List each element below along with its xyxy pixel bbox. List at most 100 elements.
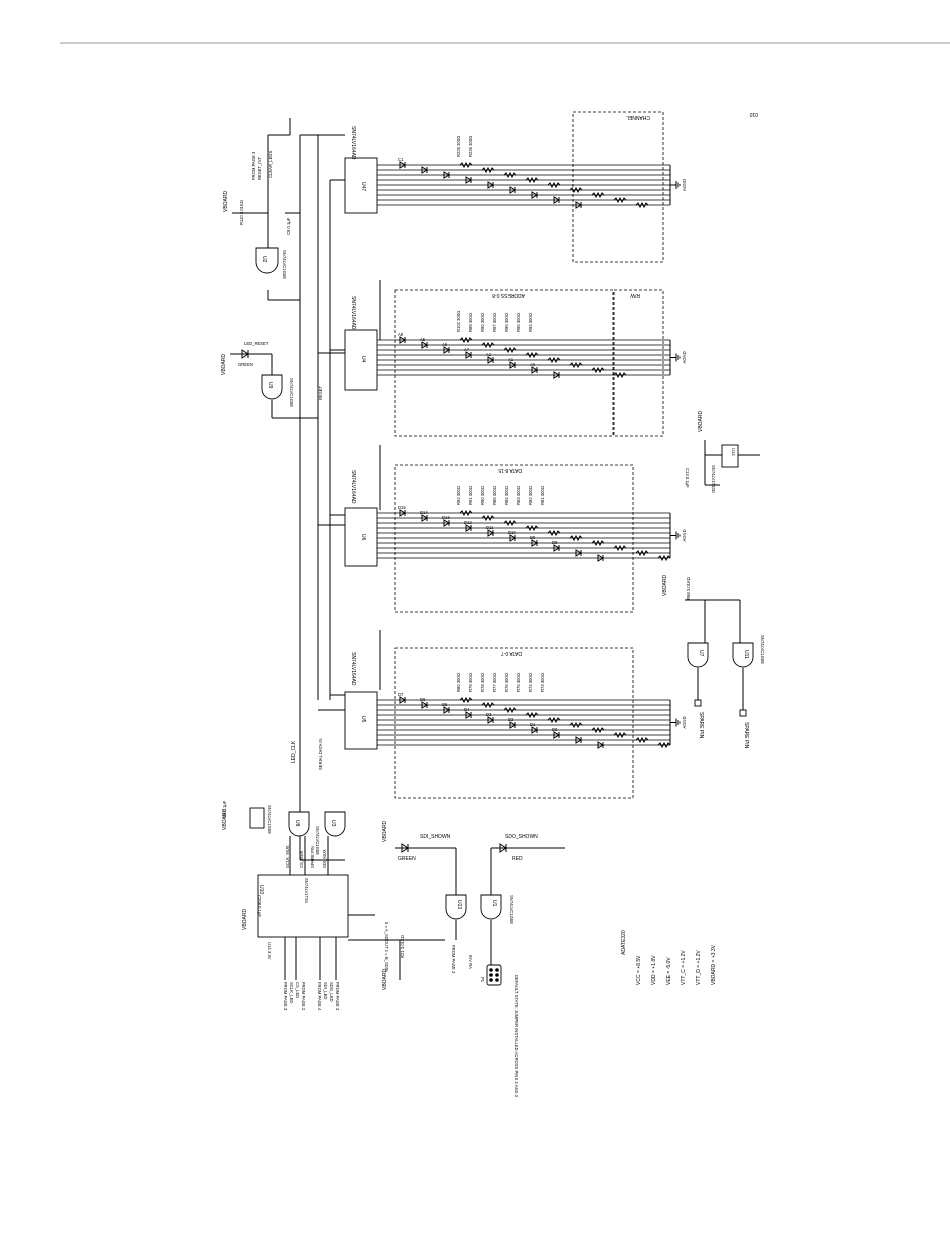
from-page2-label: FROM PAGE 2 — [301, 982, 306, 1011]
svg-text:SN74LV164AD: SN74LV164AD — [350, 296, 356, 330]
address-led-label: A6 — [442, 342, 448, 347]
svg-text:VCC = +8.5V: VCC = +8.5V — [636, 955, 642, 985]
sdo-shown-label: SDO_SHOWN — [505, 834, 538, 840]
data-lo-resistor-label: R78 300Ω — [480, 673, 485, 692]
led-icon — [487, 356, 494, 364]
svg-text:U47: U47 — [360, 182, 366, 191]
data-hi-group-label: DATA 8-15 — [498, 467, 522, 473]
address-led-label: A0 — [530, 362, 536, 367]
svg-text:VTT_C = +1.2V: VTT_C = +1.2V — [681, 950, 687, 985]
resistor-icon — [635, 549, 649, 557]
svg-text:ADATE320: ADATE320 — [621, 930, 627, 955]
channel-group-box — [572, 111, 664, 263]
svg-text:U4: U4 — [360, 356, 366, 363]
led-icon — [421, 341, 428, 349]
resistor-icon — [481, 341, 495, 349]
from-page3-label: FROM PAGE 3 — [283, 982, 288, 1011]
mux-u10: SN74LV1T34 U10 — [257, 874, 349, 938]
mux-select-label: 0 = A_SDOUT 1 = B_SDIN — [384, 922, 389, 972]
resistor-icon — [635, 201, 649, 209]
led-icon — [399, 336, 406, 344]
rw-group-box — [613, 289, 664, 437]
resistor-icon — [547, 356, 561, 364]
resistor-icon — [503, 706, 517, 714]
resistor-icon — [591, 191, 605, 199]
led-icon — [465, 524, 472, 532]
resistor-icon — [591, 366, 605, 374]
spare-pin-u11 — [739, 709, 747, 717]
data-lo-resistor-label: R77 300Ω — [492, 673, 497, 692]
reset-int-label: RESET_INT — [257, 157, 262, 180]
green-label: GREEN — [238, 362, 253, 367]
u8-power-box — [249, 807, 265, 829]
svg-text:U2: U2 — [261, 256, 267, 263]
sdi-led-label: SDI_LED — [323, 982, 328, 999]
cs-led-label: CS_LED — [295, 982, 300, 998]
led-icon — [509, 721, 516, 729]
data-hi-led-label: D14 — [420, 510, 428, 515]
resistor-icon — [613, 196, 627, 204]
sdo-led-icon — [499, 843, 507, 853]
resistor-icon — [547, 529, 561, 537]
resistor-icon — [569, 721, 583, 729]
inv-ra-label: INV RA — [468, 955, 473, 969]
svg-text:U6: U6 — [360, 534, 366, 541]
led-icon — [443, 346, 450, 354]
data-hi-resistor-label: R92 300Ω — [456, 486, 461, 505]
and-gate-u11: U11 SN74LVC1G08 — [732, 635, 765, 668]
resistor-icon — [569, 186, 583, 194]
address-led-label: A5 — [420, 337, 426, 342]
led-icon — [487, 529, 494, 537]
ground-icon — [670, 531, 681, 540]
resistor-icon — [591, 726, 605, 734]
data-lo-led-label: D4 — [464, 707, 470, 712]
resistor-icon — [503, 171, 517, 179]
led-icon — [575, 201, 582, 209]
shift-register-u4: SN74LV164AD U4 — [344, 296, 378, 391]
spare-pin-label-2: SPARE PIN — [743, 722, 749, 749]
svg-text:U12: U12 — [731, 448, 736, 456]
vboard-label-sdi: VBOARD — [382, 820, 388, 842]
supply-legend: ADATE320 VCC = +8.5V VDD = +1.8V VEE = -… — [621, 930, 717, 985]
data-lo-led-label: D3 — [486, 712, 492, 717]
sdo-led-color: RED — [512, 856, 523, 862]
u14-label: U14 3.3V — [267, 942, 272, 960]
resistor-icon — [481, 701, 495, 709]
ground-icon — [670, 181, 681, 189]
data-hi-led-label: D9 — [530, 535, 536, 540]
resistor-icon — [657, 741, 671, 749]
data-lo-led-label: D2 — [508, 717, 514, 722]
led-icon — [575, 736, 582, 744]
resistor-icon — [503, 519, 517, 527]
led-icon — [553, 544, 560, 552]
svg-text:U11: U11 — [743, 650, 749, 659]
svg-text:SN74LVC1G08: SN74LVC1G08 — [282, 250, 287, 279]
led-icon — [465, 351, 472, 359]
data-hi-group-box — [394, 464, 634, 613]
data-hi-led-label: D12 — [464, 520, 472, 525]
sclk-mux-label: SCLK_MUX — [285, 845, 290, 868]
data-hi-resistor-label: R81 300Ω — [540, 486, 545, 505]
sdi-shown-label: SDI_SHOWN — [420, 834, 451, 840]
buffer-u12: U12 SN74LV1T34D — [711, 444, 739, 493]
shift-register-u47: SN74LV164AD U47 — [344, 126, 378, 214]
svg-text:SN74LV1T34: SN74LV1T34 — [304, 878, 309, 904]
led-rails — [377, 161, 671, 749]
resistor-icon — [525, 524, 539, 532]
sheet-id: 010 — [749, 111, 758, 117]
led-icon — [509, 361, 516, 369]
and-gate-u13: U13 — [445, 894, 467, 920]
resistor-icon — [635, 736, 649, 744]
vboard-label-r68: VBOARD — [662, 574, 668, 596]
led-icon — [421, 514, 428, 522]
svg-text:U13: U13 — [456, 900, 462, 909]
svg-text:U7: U7 — [698, 650, 704, 657]
led-icon — [509, 534, 516, 542]
led-icon — [597, 741, 604, 749]
sdi-mux-label: SDI_MUX — [322, 849, 327, 868]
address-resistor-label: R94 300Ω — [528, 313, 533, 332]
led-reset-label: LED_RESET — [244, 341, 269, 346]
led-icon — [421, 701, 428, 709]
bus-lines — [299, 134, 381, 861]
